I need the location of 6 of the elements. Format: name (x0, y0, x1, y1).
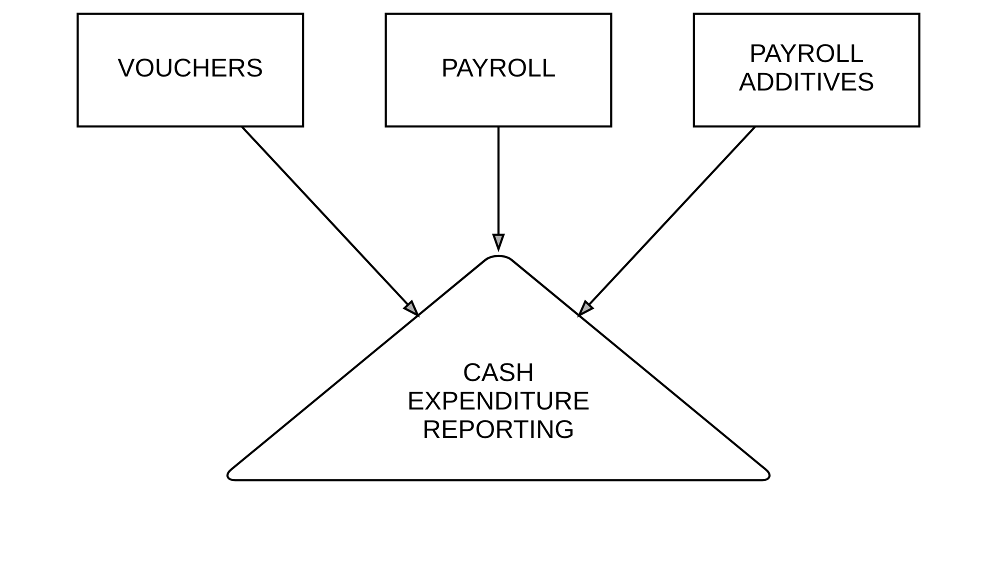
node-box: VOUCHERS (76, 12, 304, 128)
node-box: PAYROLL ADDITIVES (692, 12, 920, 128)
arrow (241, 126, 420, 318)
arrow (577, 126, 756, 318)
node-box: PAYROLL (384, 12, 612, 128)
arrow (492, 126, 505, 252)
